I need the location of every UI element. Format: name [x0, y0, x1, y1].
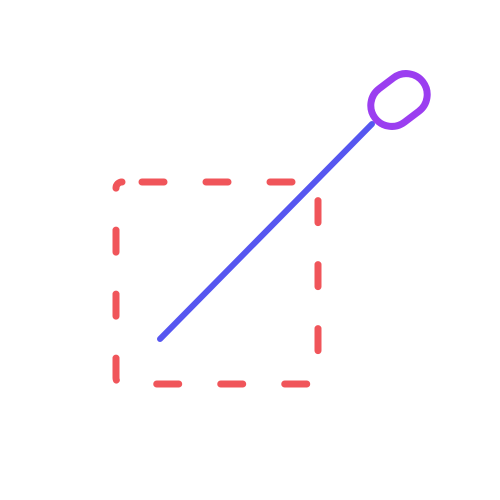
- selection-box[interactable]: [112, 178, 322, 388]
- connector-line[interactable]: [157, 121, 375, 342]
- endpoint-handle[interactable]: [362, 65, 435, 135]
